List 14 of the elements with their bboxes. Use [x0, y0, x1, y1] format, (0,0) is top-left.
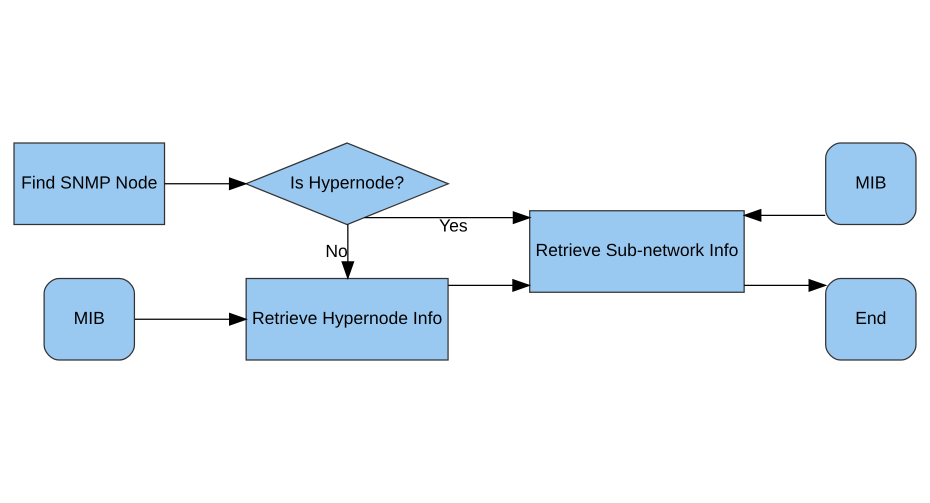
arrow: [742, 208, 826, 222]
node-box: Find SNMP Node: [13, 142, 166, 226]
arrow: [134, 312, 248, 326]
arrow: [744, 278, 828, 292]
arrow: [364, 211, 532, 224]
arrow: [448, 278, 532, 292]
arrow: [341, 224, 354, 280]
node-box: End: [825, 278, 917, 361]
arrow: [164, 177, 248, 190]
edge-label: No: [325, 241, 348, 262]
node-box: MIB: [44, 278, 136, 361]
node-box: Retrieve Hypernode Info: [246, 278, 449, 361]
node-box: MIB: [825, 142, 917, 226]
node-box: Retrieve Sub-network Info: [529, 210, 745, 293]
